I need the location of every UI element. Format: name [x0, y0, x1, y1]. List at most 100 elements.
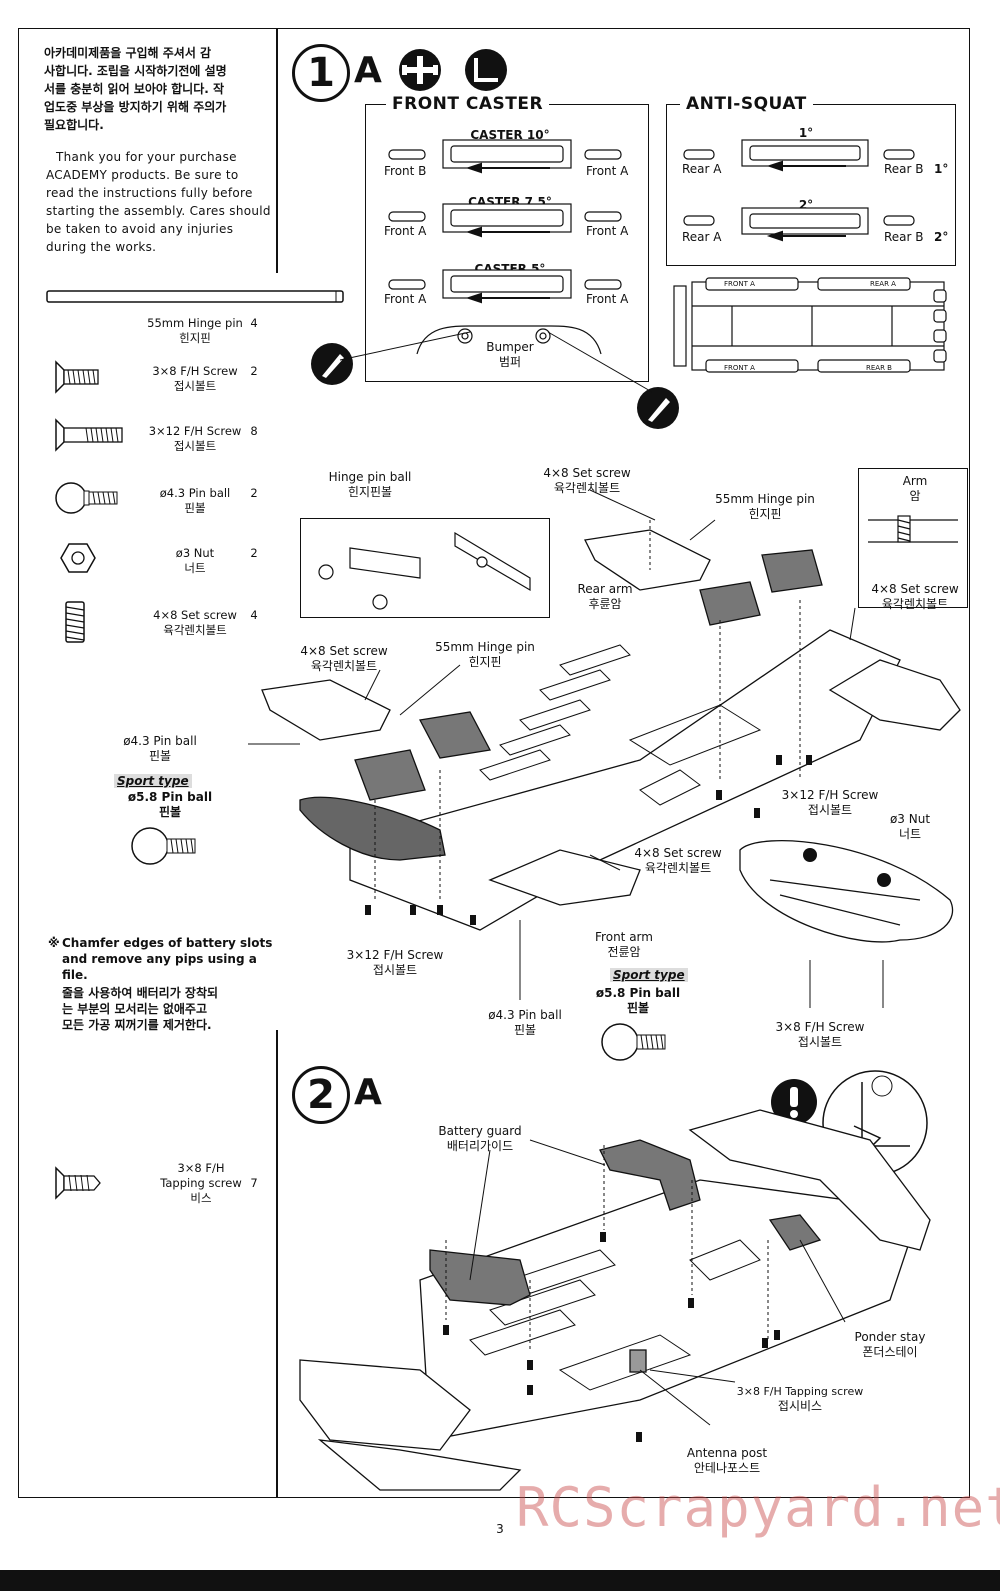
- parts-sprue: [673, 277, 947, 373]
- label-antenna-post: Antenna post: [686, 1446, 768, 1460]
- label-nut-right-korean: 너트: [898, 827, 922, 841]
- label-tapping-screw: 3×8 F/H Tapping screw: [736, 1385, 864, 1398]
- part-qty: 2: [250, 364, 258, 378]
- part-qty: 2: [250, 546, 258, 560]
- part-qty: 4: [250, 608, 258, 622]
- part-qty: 2: [250, 486, 258, 500]
- bumper-label: Bumper: [486, 340, 534, 354]
- label-pin-ball-left-korean: 핀볼: [148, 749, 172, 763]
- asterisk-icon: ※: [48, 936, 60, 950]
- note-english-line: file.: [62, 968, 88, 982]
- label-hinge-pin-ball: Hinge pin ball: [328, 470, 412, 484]
- caster-right-label: Front A: [586, 292, 629, 306]
- label-front-arm: Front arm: [595, 930, 653, 944]
- label-screw-8-bottom: 3×8 F/H Screw: [775, 1020, 865, 1034]
- label-hinge-pin-top: 55mm Hinge pin: [715, 492, 815, 506]
- warning-icon: [771, 1079, 817, 1125]
- label-hinge-pin-left: 55mm Hinge pin: [435, 640, 535, 654]
- note-korean-line: 는 부분의 모서리는 없애주고: [62, 1002, 208, 1016]
- sprue-label: REAR A: [870, 280, 896, 288]
- caster-left-label: Front A: [384, 224, 427, 238]
- anti-squat-left-label: Rear A: [682, 230, 722, 244]
- part-name: 3×12 F/H Screw: [148, 424, 242, 438]
- part-name: 3×8 F/H: [177, 1161, 225, 1175]
- page-frame: [18, 28, 970, 1498]
- label-screw-8-bottom-korean: 접시볼트: [797, 1035, 843, 1049]
- intro-korean-line: 서를 충분히 읽어 보아야 합니다. 작: [44, 82, 225, 96]
- divider-vertical-top: [276, 28, 278, 273]
- caster-left-label: Front A: [384, 292, 427, 306]
- hinge-pin-ball-inset: [300, 518, 550, 618]
- long-flat-head-screw-icon: [55, 418, 123, 452]
- step-number: 1: [292, 44, 350, 102]
- flat-head-screw-icon: [55, 360, 99, 394]
- step-letter: A: [354, 50, 382, 91]
- set-screw-icon: [65, 601, 85, 643]
- file-tool-icon: [311, 343, 353, 385]
- label-pin-ball-bottom-korean: 핀볼: [513, 1023, 537, 1037]
- label-rear-arm: Rear arm: [577, 582, 633, 596]
- part-qty: 8: [250, 424, 258, 438]
- part-name: 55mm Hinge pin: [147, 316, 243, 330]
- label-set-screw-left-korean: 육각렌치볼트: [310, 659, 378, 673]
- anti-squat-diagrams: [683, 139, 915, 242]
- bumper-label-korean: 범퍼: [498, 355, 522, 369]
- divider-vertical-bottom: [276, 1030, 278, 1498]
- intro-korean-line: 사합니다. 조립을 시작하기전에 설명: [44, 64, 227, 78]
- note-korean-line: 모든 가공 찌꺼기를 제거한다.: [62, 1018, 212, 1032]
- label-ponder-stay-korean: 폰더스테이: [862, 1345, 918, 1359]
- sport-type-label: Sport type: [610, 968, 688, 982]
- arm-set-screw-drawing: [868, 515, 958, 543]
- label-pin-ball-58: ø5.8 Pin ball: [127, 790, 213, 804]
- label-pin-ball-58-korean: 핀볼: [626, 1001, 650, 1015]
- part-name: Tapping screw: [160, 1176, 242, 1190]
- intro-english-line: be taken to avoid any injuries: [46, 222, 234, 236]
- label-set-screw-top-korean: 육각렌치볼트: [553, 481, 621, 495]
- tapping-screw-icon: [55, 1166, 101, 1200]
- anti-squat-right-label: Rear B: [884, 230, 924, 244]
- part-name-korean: 비스: [190, 1191, 212, 1205]
- anti-squat-left-label: Rear A: [682, 162, 722, 176]
- label-hinge-pin-ball-korean: 힌지핀볼: [347, 485, 393, 499]
- part-name-korean: 너트: [184, 561, 206, 575]
- part-qty: 4: [250, 316, 258, 330]
- label-nut-right: ø3 Nut: [889, 812, 931, 826]
- anti-squat-right-label: Rear B: [884, 162, 924, 176]
- label-pin-ball-left: ø4.3 Pin ball: [123, 734, 197, 748]
- bottom-scan-edge: [0, 1570, 1000, 1591]
- label-ponder-stay: Ponder stay: [854, 1330, 926, 1344]
- intro-english-line: ACADEMY products. Be sure to: [46, 168, 239, 182]
- hinge-pin-icon: [46, 290, 344, 303]
- note-english-line: Chamfer edges of battery slots: [62, 936, 273, 950]
- label-set-screw-inset-korean: 육각렌치볼트: [881, 597, 949, 611]
- intro-korean-line: 필요합니다.: [44, 118, 104, 132]
- step-letter: A: [354, 1072, 382, 1113]
- step-number: 2: [292, 1066, 350, 1124]
- watermark: RCScrapyard.net: [516, 1476, 1000, 1539]
- cross-wrench-icon: [399, 49, 441, 91]
- anti-squat-title: ANTI-SQUAT: [680, 94, 813, 114]
- intro-english-line: starting the assembly. Cares should: [46, 204, 271, 218]
- caster-left-label: Front B: [384, 164, 427, 178]
- label-screw-12-right: 3×12 F/H Screw: [781, 788, 879, 802]
- caster-diagrams: [388, 139, 622, 355]
- arm-set-screw-inset: [858, 468, 968, 608]
- label-set-screw-mid-korean: 육각렌치볼트: [644, 861, 712, 875]
- hex-wrench-icon: [465, 49, 507, 91]
- pin-ball-58-icon: [131, 827, 196, 865]
- label-screw-12-bottom-korean: 접시볼트: [372, 963, 418, 977]
- sprue-label: FRONT A: [724, 364, 755, 372]
- label-battery-guard: Battery guard: [438, 1124, 522, 1138]
- caster-right-label: Front A: [586, 164, 629, 178]
- intro-korean-line: 업도중 부상을 방지하기 위해 주의가: [44, 100, 227, 114]
- label-arm: Arm: [902, 474, 928, 488]
- sprue-label: REAR B: [866, 364, 892, 372]
- label-set-screw-mid: 4×8 Set screw: [634, 846, 722, 860]
- intro-english-line: Thank you for your purchase: [56, 150, 237, 164]
- intro-english-line: read the instructions fully before: [46, 186, 253, 200]
- label-rear-arm-korean: 후륜암: [588, 597, 622, 611]
- part-name-korean: 접시볼트: [173, 379, 217, 393]
